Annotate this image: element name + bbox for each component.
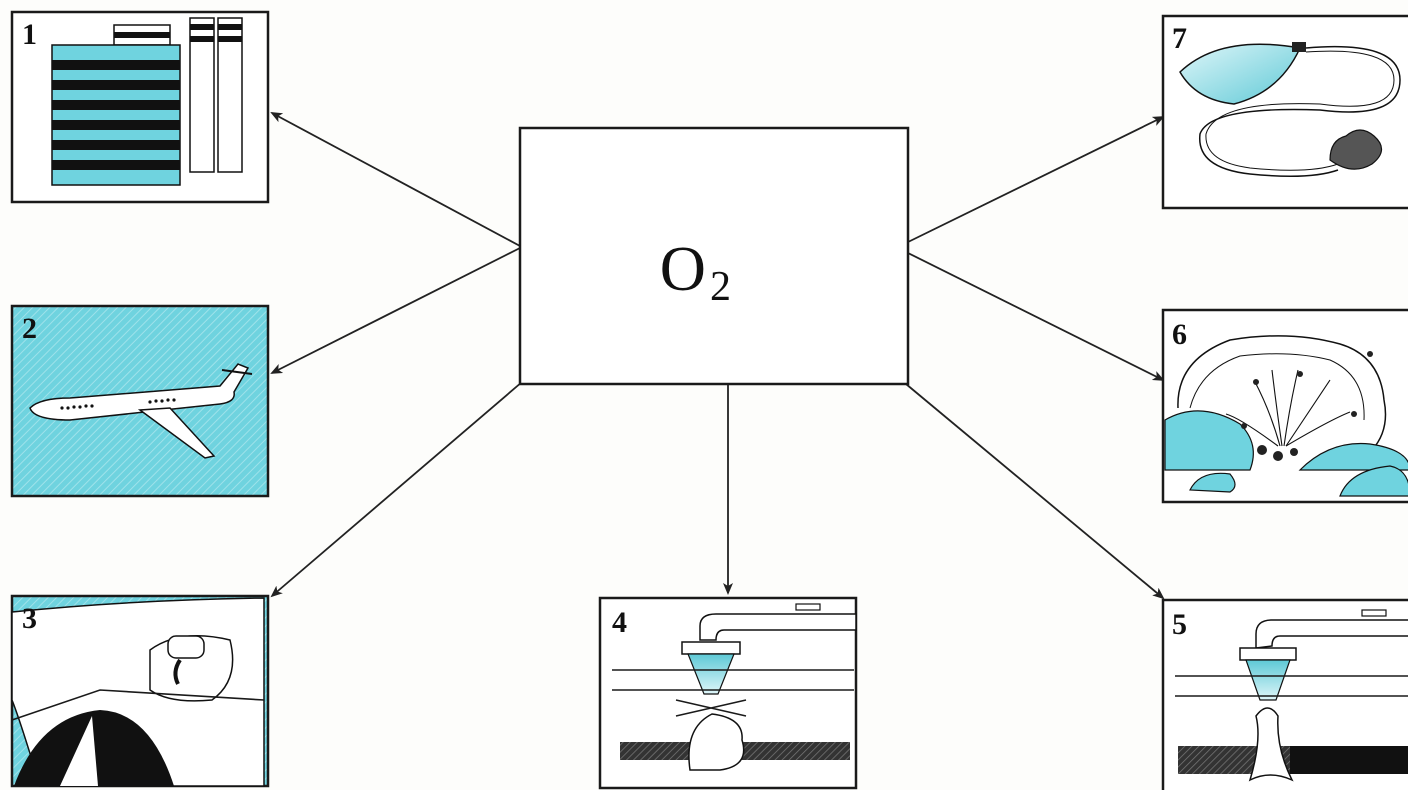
panel-5: 5: [1161, 598, 1408, 790]
pilot-mask-icon: [11, 597, 265, 787]
center-box: O 2: [518, 126, 910, 386]
oxygen-cushion-icon: [1179, 42, 1401, 177]
arrow-to-panel-7: [905, 116, 1165, 244]
panel-3: 3: [10, 594, 270, 788]
arrow-to-panel-6: [905, 251, 1165, 381]
panel-7: 7: [1161, 14, 1408, 210]
airplane-icon: [29, 363, 253, 459]
panel-4: 4: [598, 596, 858, 790]
panel-number-1: 1: [22, 18, 37, 51]
panel-number-4: 4: [612, 606, 627, 639]
arrow-to-panel-2: [270, 247, 521, 374]
panel-number-2: 2: [22, 312, 37, 345]
panel-number-5: 5: [1172, 608, 1187, 641]
welding-torch-icon: [612, 603, 857, 771]
building-icon: [51, 17, 243, 186]
panel-number-7: 7: [1172, 22, 1187, 55]
arrow-to-panel-3: [270, 381, 523, 598]
explosion-icon: [1164, 335, 1408, 497]
formula-symbol: O: [660, 233, 706, 304]
panel-1: 1: [10, 10, 270, 204]
arrow-to-panel-1: [270, 112, 521, 247]
formula-subscript: 2: [710, 264, 731, 310]
panel-6: 6: [1161, 308, 1408, 504]
panel-number-3: 3: [22, 602, 37, 635]
cutting-torch-icon: [1175, 609, 1408, 782]
panel-number-6: 6: [1172, 318, 1187, 351]
arrows: [270, 112, 1165, 600]
arrow-to-panel-5: [905, 383, 1165, 600]
panel-2: 2: [10, 304, 270, 498]
